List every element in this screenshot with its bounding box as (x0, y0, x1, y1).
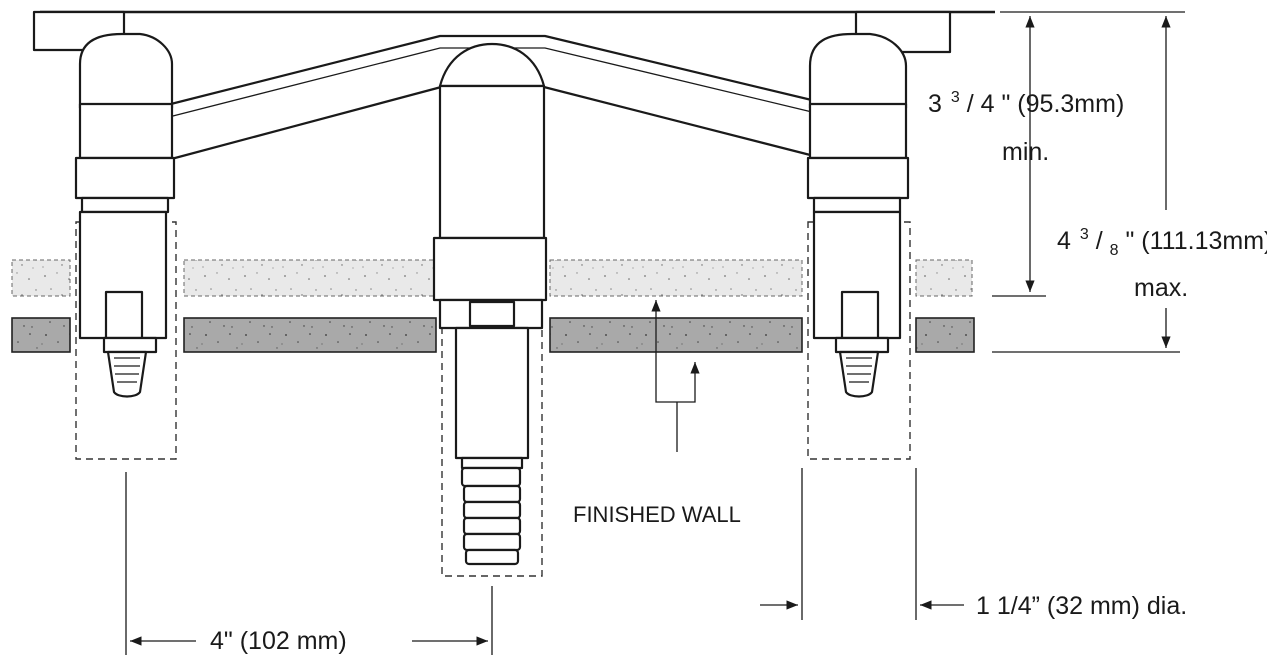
left-valve-body (32, 10, 176, 398)
faucet-spout-arm (153, 34, 824, 164)
max-height-dimension: 4 3 / 8 " (111.13mm) (1057, 217, 1267, 261)
diameter-dimension-lines (760, 468, 964, 620)
min-height-qualifier: min. (1002, 138, 1049, 166)
spacing-dimension-lines (125, 472, 493, 655)
spacing-dimension: 4" (102 mm) (210, 627, 347, 655)
max-height-qualifier: max. (1134, 274, 1188, 302)
finished-wall-label: FINISHED WALL (573, 502, 741, 527)
finished-wall-leader (651, 300, 700, 452)
height-dimension-lines (992, 11, 1185, 353)
wall-finish-layer (11, 259, 973, 297)
center-hose-barb (460, 466, 522, 566)
diameter-dimension: 1 1/4” (32 mm) dia. (976, 592, 1187, 620)
right-valve-body (806, 10, 952, 398)
center-spout-body (432, 84, 548, 566)
min-height-dimension: 3 3 / 4 " (95.3mm) (928, 80, 1124, 118)
